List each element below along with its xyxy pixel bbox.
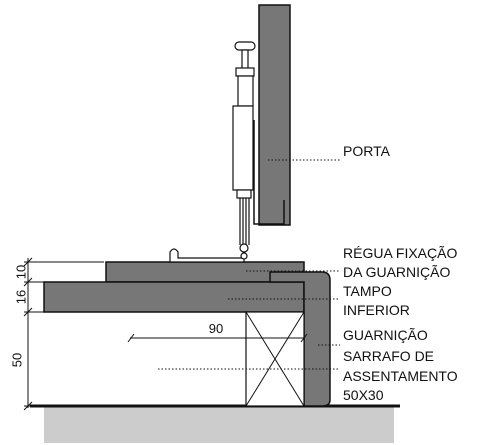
dim-90: 90 xyxy=(209,321,223,336)
label-sarrafo-line3: 50X30 xyxy=(343,387,384,403)
label-tampo-line1: TAMPO xyxy=(343,283,392,299)
floor xyxy=(44,407,394,443)
dim-16: 16 xyxy=(13,290,28,304)
label-sarrafo-line2: ASSENTAMENTO xyxy=(343,368,458,384)
door-bolt-hardware xyxy=(232,41,256,253)
door-leaf xyxy=(258,4,291,226)
label-tampo-line2: INFERIOR xyxy=(343,302,410,318)
leader-lines xyxy=(158,159,340,370)
label-porta: PORTA xyxy=(343,143,391,159)
tampo-inferior xyxy=(43,281,305,313)
door-bottom-profile xyxy=(253,120,285,225)
dim-10: 10 xyxy=(13,265,28,279)
label-regua-line2: DA GUARNIÇÃO xyxy=(343,264,450,280)
horizontal-dimension-90 xyxy=(127,333,308,343)
sarrafo-assentamento xyxy=(245,311,305,407)
label-sarrafo-line1: SARRAFO DE xyxy=(343,348,434,364)
vertical-dimension-chain xyxy=(23,257,104,411)
dim-50: 50 xyxy=(9,353,24,367)
guarnicao xyxy=(269,271,331,407)
label-regua-line1: RÉGUA FIXAÇÃO xyxy=(343,245,457,261)
regua-clip xyxy=(169,248,248,263)
label-guarnicao: GUARNIÇÃO xyxy=(343,327,428,343)
